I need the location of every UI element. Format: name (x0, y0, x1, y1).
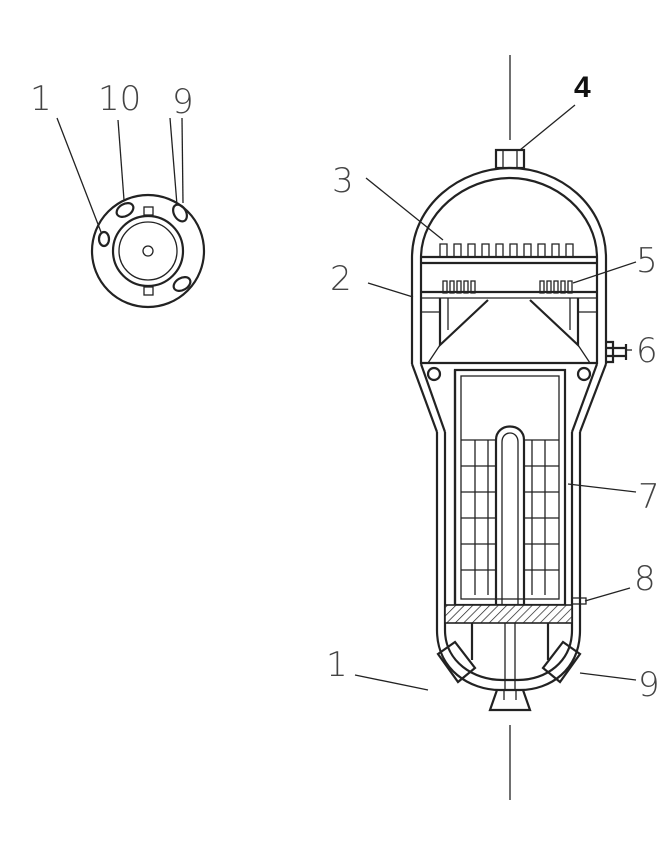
label-top-9: 9 (172, 82, 194, 122)
label-section-9: 9 (638, 665, 660, 705)
top-view-flange (90, 193, 206, 309)
label-top-10: 10 (98, 79, 141, 119)
section-leaders (354, 104, 637, 691)
label-section-2: 2 (330, 259, 352, 299)
vessel-section (410, 148, 628, 712)
top-view-leaders (56, 117, 184, 233)
label-section-1: 1 (326, 645, 348, 685)
label-section-5: 5 (636, 241, 658, 281)
label-section-3: 3 (332, 161, 354, 201)
label-section-4: 4 (574, 71, 591, 104)
label-top-1: 1 (30, 79, 52, 119)
label-section-8: 8 (634, 559, 656, 599)
label-section-6: 6 (636, 331, 658, 371)
label-section-7: 7 (638, 477, 660, 517)
